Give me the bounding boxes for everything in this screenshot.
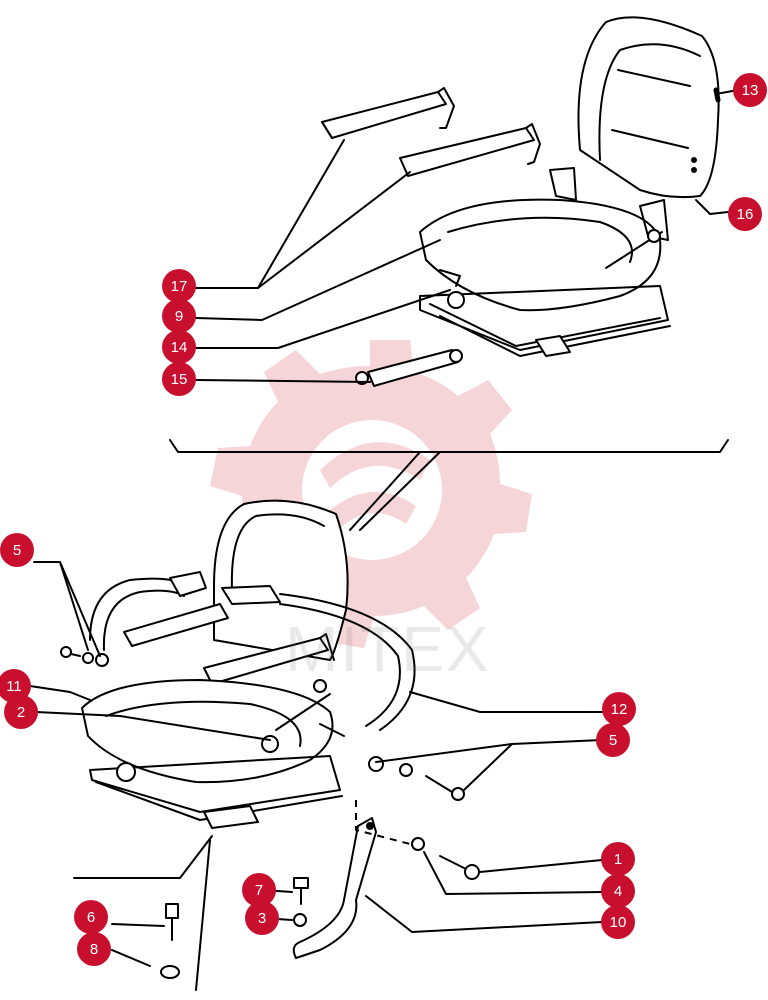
belt-bracket xyxy=(292,817,377,959)
view-divider-line xyxy=(169,439,729,453)
seat-cushion-upper xyxy=(419,167,669,312)
armrest-upper-right xyxy=(399,123,541,177)
callout-9[interactable]: 9 xyxy=(162,299,196,333)
washer-3 xyxy=(293,913,307,927)
callout-3[interactable]: 3 xyxy=(245,901,279,935)
callout-8[interactable]: 8 xyxy=(77,932,111,966)
callout-1[interactable]: 1 xyxy=(601,842,635,876)
callout-13[interactable]: 13 xyxy=(733,73,767,107)
callout-4[interactable]: 4 xyxy=(601,874,635,908)
callout-16[interactable]: 16 xyxy=(728,197,762,231)
callout-6[interactable]: 6 xyxy=(74,900,108,934)
callout-2[interactable]: 2 xyxy=(4,695,38,729)
callout-7[interactable]: 7 xyxy=(242,873,276,907)
callout-17[interactable]: 17 xyxy=(162,269,196,303)
armrest-lower-left xyxy=(123,603,229,647)
bolt-set-right xyxy=(368,756,465,801)
bolt-1 xyxy=(439,855,480,880)
seat-belt xyxy=(89,571,416,731)
backrest-upper xyxy=(577,16,721,199)
armrest-upper-left xyxy=(321,87,455,139)
callout-5-left[interactable]: 5 xyxy=(0,533,34,567)
screw-7 xyxy=(293,877,309,905)
seat-cushion-lower xyxy=(81,679,345,784)
screw-6 xyxy=(165,903,179,941)
callout-14[interactable]: 14 xyxy=(162,330,196,364)
seat-base-frame-lower xyxy=(89,755,343,829)
callout-10[interactable]: 10 xyxy=(601,905,635,939)
bolt-set-left xyxy=(60,646,109,667)
watermark-text: MITEX xyxy=(285,613,491,685)
callout-12[interactable]: 12 xyxy=(602,692,636,726)
backrest-lower xyxy=(213,499,349,661)
washer-4 xyxy=(411,837,425,851)
seat-base-frame-upper xyxy=(419,269,671,357)
callout-15[interactable]: 15 xyxy=(162,362,196,396)
armrest-lower-right xyxy=(203,633,335,685)
nut-8 xyxy=(160,965,180,979)
callout-5-right[interactable]: 5 xyxy=(596,723,630,757)
